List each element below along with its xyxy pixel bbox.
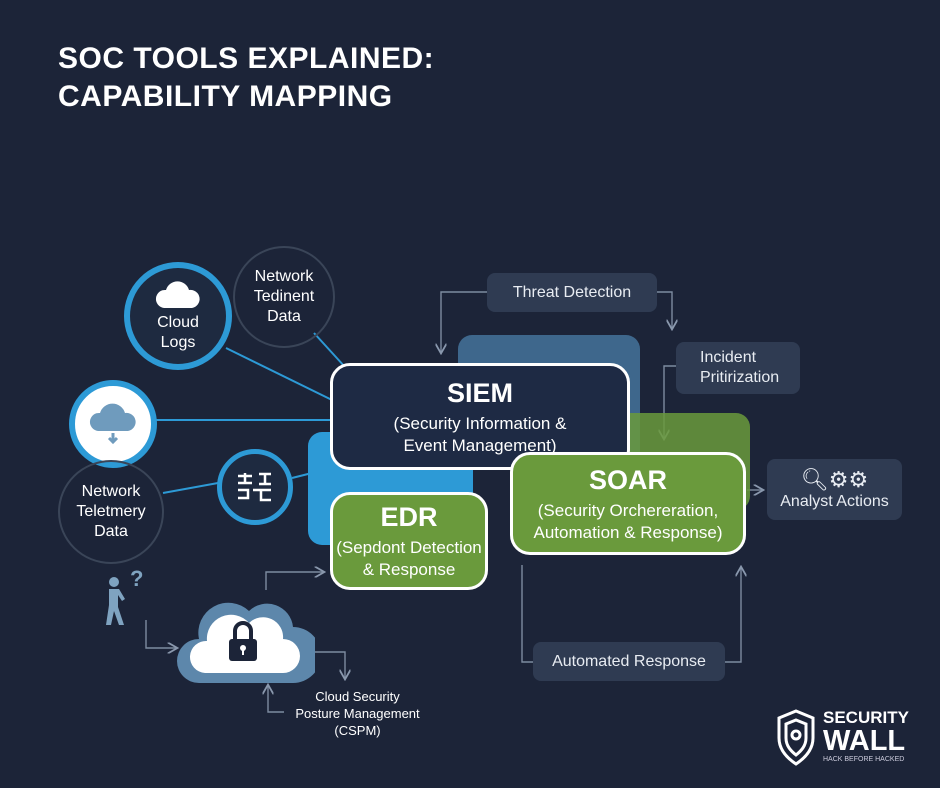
analyst-actions-label: 🔍︎⚙⚙ Analyst Actions xyxy=(767,459,902,520)
cloud-logs-label: Cloud xyxy=(157,314,199,331)
label-text: Incident xyxy=(700,349,757,366)
cspm-text: (CSPM) xyxy=(334,723,381,738)
network-tedinent-node: Network Tedinent Data xyxy=(233,246,335,348)
node-label: Tedinent xyxy=(253,288,315,305)
cloud-logs-label-2: Logs xyxy=(160,334,196,351)
search-icon: 🔍︎ xyxy=(800,466,829,492)
automated-response-label: Automated Response xyxy=(533,642,725,681)
edr-title: EDR xyxy=(380,502,438,532)
edr-box: EDR (Sepdont Detection & Response xyxy=(330,492,488,590)
cloud-download-icon xyxy=(89,403,136,445)
edr-desc-2: & Response xyxy=(362,560,456,579)
logo-line-1: SECURITY xyxy=(823,708,909,727)
soar-box: SOAR (Security Orchereration, Automation… xyxy=(510,452,746,555)
label-text: Automated Response xyxy=(552,652,706,670)
confused-user-icon: ? xyxy=(106,566,143,625)
edr-desc: (Sepdont Detection xyxy=(336,538,482,557)
cloud-download-node xyxy=(69,380,157,468)
cspm-text: Posture Management xyxy=(295,706,420,721)
node-label: Network xyxy=(254,268,314,285)
logo-tagline: HACK BEFORE HACKED xyxy=(823,756,905,763)
gear-icon: ⚙ xyxy=(828,466,849,492)
siem-title: SIEM xyxy=(446,377,513,408)
lock-icon xyxy=(229,621,257,661)
cloud-icon xyxy=(155,281,200,308)
soar-desc-2: Automation & Response) xyxy=(533,522,723,542)
cspm-text: Cloud Security xyxy=(315,689,400,704)
node-label: Teletmery xyxy=(76,503,146,520)
threat-detection-label: Threat Detection xyxy=(487,273,657,312)
label-text: Pritirization xyxy=(700,369,780,386)
network-traffic-icon xyxy=(238,472,271,502)
node-label: Data xyxy=(267,308,301,325)
node-label: Network xyxy=(81,483,141,500)
network-teletmery-node: Network Teletmery Data xyxy=(58,460,164,564)
page-title: SOC TOOLS EXPLAINED: CAPABILITY MAPPING xyxy=(58,40,434,116)
analyst-icons: 🔍︎⚙⚙ xyxy=(800,466,869,492)
soar-title: SOAR xyxy=(588,464,667,495)
shield-logo-icon xyxy=(777,709,815,766)
cspm-cloud-icon xyxy=(177,602,315,683)
label-text: Analyst Actions xyxy=(780,492,889,510)
siem-desc: (Security Information & xyxy=(393,413,567,433)
cspm-label: Cloud Security Posture Management (CSPM) xyxy=(285,688,430,739)
network-node xyxy=(217,449,293,525)
siem-desc-2: Event Management) xyxy=(403,435,557,455)
label-text: Threat Detection xyxy=(512,283,632,301)
logo-line-2: WALL xyxy=(823,725,906,757)
cloud-logs-node: Cloud Logs xyxy=(124,262,232,370)
node-label: Data xyxy=(94,523,128,540)
title-line-2: CAPABILITY MAPPING xyxy=(58,80,393,113)
security-wall-logo: SECURITY WALL HACK BEFORE HACKED xyxy=(775,708,909,766)
title-line-1: SOC TOOLS EXPLAINED: xyxy=(58,42,435,75)
svg-text:?: ? xyxy=(130,566,143,591)
soar-desc: (Security Orchereration, xyxy=(537,500,719,520)
gear-icon-2: ⚙ xyxy=(848,466,869,492)
